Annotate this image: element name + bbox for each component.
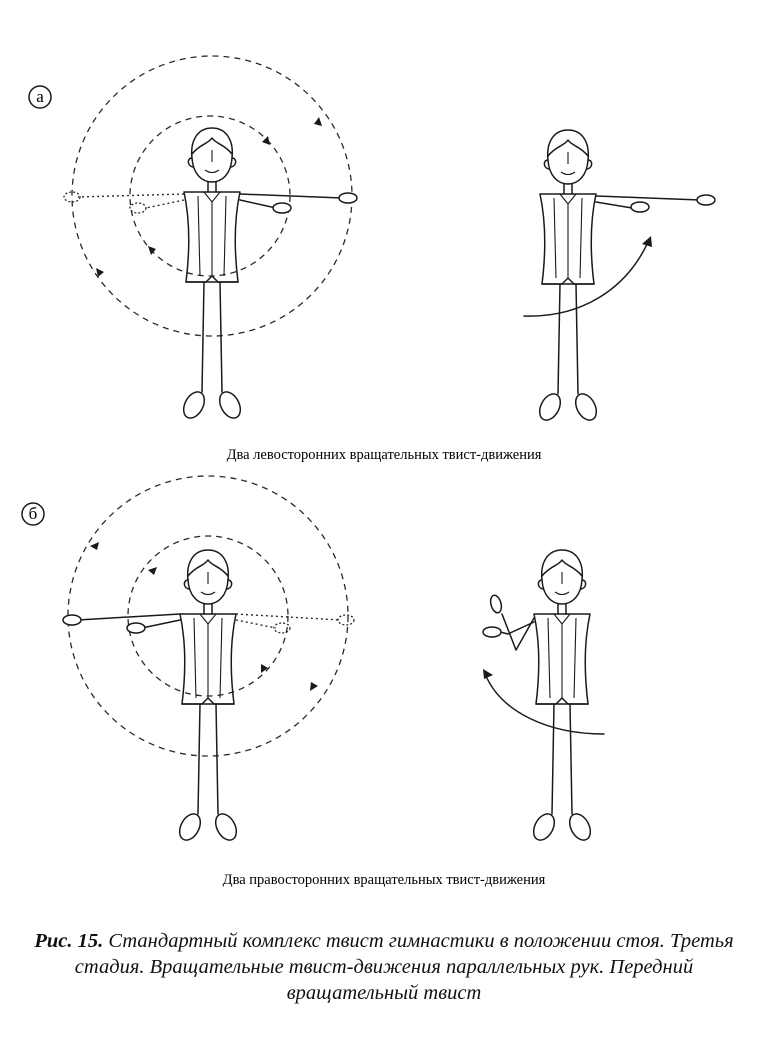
panel-b-hand [489, 594, 503, 614]
panel-a-hand-trace [129, 202, 147, 214]
panel-b-figure-left [174, 549, 242, 845]
panel-a-hand [630, 201, 650, 213]
panel-b-arm [141, 619, 181, 629]
figure-caption-label: Рис. 15. [34, 930, 104, 952]
panel-a-figure-left [178, 127, 246, 423]
panel-b-rotation-arrow-head [483, 669, 493, 679]
panel-b-hand [482, 626, 502, 638]
panel-a-arrow [148, 246, 156, 255]
panel-b-hand [62, 614, 82, 626]
panel-b-letter: б [29, 504, 38, 523]
panel-a-hand [338, 192, 358, 204]
panel-b-hand-trace [273, 622, 291, 634]
panel-a-arm-trace [77, 193, 185, 198]
panel-a-arm [595, 195, 701, 201]
panel-b-arm-trace [235, 613, 341, 621]
panel-a-arrow [314, 117, 322, 126]
panel-a-hand-trace [63, 191, 81, 203]
panel-a-arm [239, 199, 277, 209]
panel-a-arm [239, 193, 343, 199]
panel-b-arrow [90, 542, 99, 550]
panel-a-letter-circle [28, 85, 52, 109]
panel-b-rotation-circle-large [67, 475, 349, 757]
panel-a: а Два левосторонних вр [28, 55, 716, 463]
panel-b-hand-trace [337, 614, 355, 626]
panel-b-caption: Два правосторонних вращательных твист-дв… [223, 872, 546, 888]
panel-a-letter: а [36, 87, 44, 106]
panel-a-arm-trace [145, 199, 185, 209]
panel-a-caption: Два левосторонних вращательных твист-дви… [227, 447, 542, 463]
figure-caption-text: Стандартный комплекс твист гимнастики в … [74, 930, 734, 1004]
panel-b: б Два правосторон [21, 475, 605, 888]
panel-a-arrow [262, 136, 270, 145]
panel-b-arm-trace [235, 619, 277, 629]
panel-a-rotation-arrow [523, 241, 649, 317]
panel-b-arm [77, 613, 181, 621]
panel-a-arrow [96, 268, 104, 277]
figure-caption: Рис. 15. Стандартный комплекс твист гимн… [20, 928, 748, 1006]
panel-b-arm [499, 621, 535, 635]
panel-a-hand [696, 194, 716, 206]
panel-b-arm [501, 613, 535, 651]
panel-b-figure-right [528, 549, 596, 845]
panel-b-rotation-arrow [485, 675, 605, 735]
panel-a-arm [595, 201, 633, 209]
panel-a-hand [272, 202, 292, 214]
panel-b-hand [126, 622, 146, 634]
panel-a-rotation-arrow-head [642, 236, 652, 247]
panel-a-figure-right [534, 129, 602, 425]
panel-b-arrow [261, 664, 268, 673]
panel-b-arrow [148, 567, 157, 575]
panel-b-letter-circle [21, 502, 45, 526]
panel-b-arrow [310, 682, 318, 691]
